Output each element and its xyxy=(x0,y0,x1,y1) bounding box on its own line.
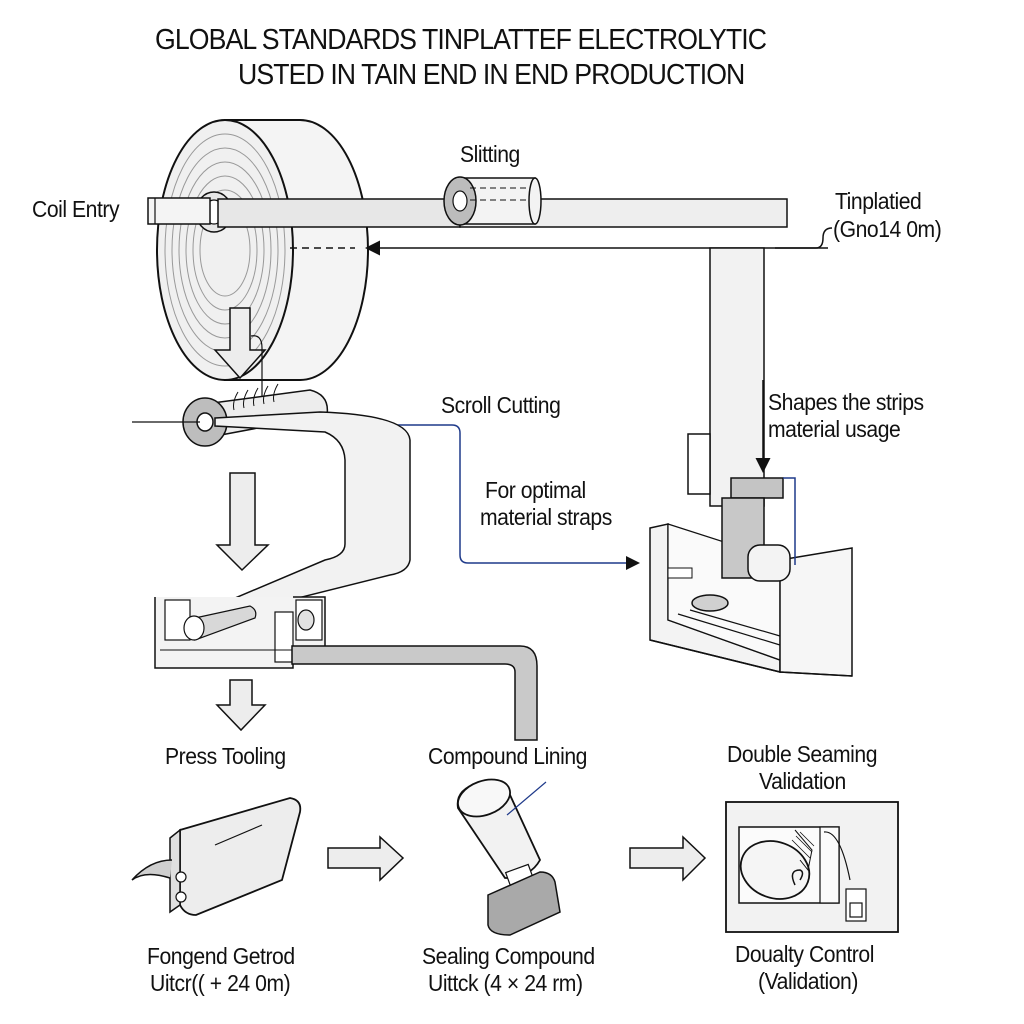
label-forming: Fongend Getrod xyxy=(147,943,295,969)
label-compound-lining: Compound Lining xyxy=(428,743,587,769)
right-arrow-1 xyxy=(327,835,405,882)
label-forming-spec: Uitcr(( + 24 0m) xyxy=(150,970,291,996)
compound-lining-nozzle xyxy=(456,778,561,936)
return-arrow xyxy=(290,227,833,256)
right-arrow-2 xyxy=(629,835,707,882)
label-sealing-spec: Uittck (4 × 24 rm) xyxy=(428,970,583,996)
label-double-seaming: Double Seaming xyxy=(727,741,878,767)
label-tinplated: Tinplatied xyxy=(835,188,922,214)
label-press-tooling: Press Tooling xyxy=(165,743,286,769)
label-shapes-strips: Shapes the strips xyxy=(768,389,924,415)
curved-strip xyxy=(192,411,411,621)
diagram-title-line2: USTED IN TAIN END IN END PRODUCTION xyxy=(238,59,745,91)
seaming-validation-panel xyxy=(725,801,899,933)
press-base xyxy=(154,596,326,669)
forming-machine xyxy=(649,477,853,677)
coil-entry-strip xyxy=(147,197,788,228)
label-material-usage: material usage xyxy=(768,416,901,442)
label-optimal: For optimal xyxy=(485,477,586,503)
label-validation: (Validation) xyxy=(758,968,858,994)
vertical-strip xyxy=(687,247,784,507)
slitting-roller xyxy=(443,176,542,226)
label-material-straps: material straps xyxy=(480,504,612,530)
output-strip xyxy=(291,645,538,741)
down-arrow-3 xyxy=(215,679,267,732)
press-tooling-part xyxy=(131,797,302,916)
feed-arrowhead xyxy=(626,556,640,570)
label-scroll-cutting: Scroll Cutting xyxy=(441,392,561,418)
label-quality-control: Doualty Control xyxy=(735,941,874,967)
down-arrow-2 xyxy=(215,472,270,572)
feed-line xyxy=(332,424,635,564)
label-coil-entry: Coil Entry xyxy=(32,196,120,222)
coil-roll xyxy=(156,119,369,381)
label-tinplated-spec: (Gno14 0m) xyxy=(833,216,942,242)
label-seaming-validation: Validation xyxy=(759,768,846,794)
down-arrow-1 xyxy=(213,307,267,380)
label-sealing-compound: Sealing Compound xyxy=(422,943,595,969)
label-slitting: Slitting xyxy=(460,141,520,167)
diagram-title-line1: GLOBAL STANDARDS TINPLATTEF ELECTROLYTIC xyxy=(155,24,767,56)
